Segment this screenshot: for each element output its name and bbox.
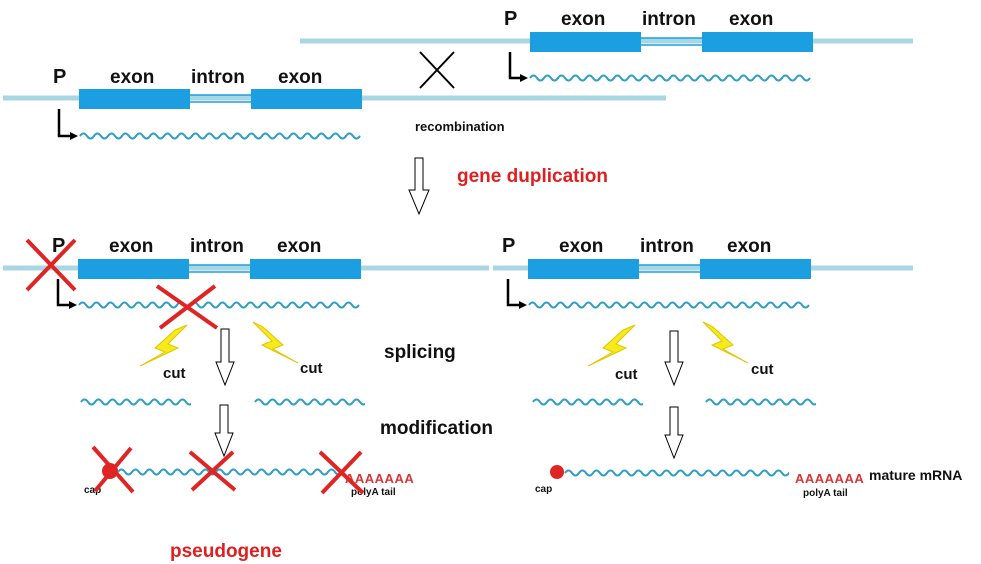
mature-mrna-label: mature mRNA xyxy=(869,467,962,483)
cap-label: cap xyxy=(84,485,101,496)
cut-label: cut xyxy=(300,360,323,377)
promoter-label: P xyxy=(504,8,517,30)
mrna-wave xyxy=(528,301,810,309)
down-arrow-icon xyxy=(215,328,235,387)
top-chromosome-lower: P exon intron exon xyxy=(3,66,666,140)
exon-label: exon xyxy=(278,67,322,88)
cut-label: cut xyxy=(163,365,186,382)
transcript-cross-icon xyxy=(155,284,219,330)
exon-fragment-wave xyxy=(254,398,365,406)
lightning-icon xyxy=(139,324,188,367)
pseudogene-label: pseudogene xyxy=(170,541,282,562)
right-gene-copy: P exon intron exon xyxy=(493,235,913,309)
exon-block xyxy=(530,32,641,52)
transcription-start-arrow xyxy=(508,52,522,80)
arrow-head xyxy=(70,132,78,140)
polya-tail-label: polyA tail xyxy=(803,488,848,499)
exon-label: exon xyxy=(110,67,154,88)
exon-label: exon xyxy=(729,9,773,30)
cap-dot xyxy=(550,465,564,479)
arrow-head xyxy=(69,301,77,309)
mrna-cross-icon xyxy=(188,450,237,492)
cap-label: cap xyxy=(535,484,552,495)
splicing-label: splicing xyxy=(384,342,456,363)
cut-label: cut xyxy=(615,366,638,383)
lightning-icon xyxy=(252,321,299,364)
cap-cross-icon xyxy=(91,445,135,494)
down-arrow-icon xyxy=(664,406,684,460)
polya-sequence: AAAAAAA xyxy=(795,471,864,486)
exon-label: exon xyxy=(277,236,321,257)
polya-sequence: AAAAAAA xyxy=(345,471,414,486)
exon-label: exon xyxy=(561,9,605,30)
exon-block xyxy=(250,259,361,279)
intron-label: intron xyxy=(191,67,245,88)
exon-block xyxy=(251,89,362,109)
lightning-icon xyxy=(702,321,749,364)
exon-block xyxy=(702,32,813,52)
down-arrow-icon xyxy=(408,157,430,216)
transcription-start-arrow xyxy=(506,279,521,307)
polya-tail-label: polyA tail xyxy=(351,487,396,498)
mrna-wave xyxy=(529,74,811,82)
mrna-wave xyxy=(78,301,360,309)
top-chromosome-upper: P exon intron exon xyxy=(300,8,913,82)
arrow-head xyxy=(519,301,527,309)
gene-duplication-label: gene duplication xyxy=(457,166,608,187)
modification-label: modification xyxy=(380,418,493,439)
exon-block xyxy=(700,259,811,279)
arrow-head xyxy=(520,74,528,82)
exon-label: exon xyxy=(727,236,771,257)
transcription-start-arrow xyxy=(57,109,72,138)
polya-cross-icon xyxy=(318,450,365,495)
recombination-label: recombination xyxy=(415,119,505,134)
intron-label: intron xyxy=(640,236,694,257)
cut-label: cut xyxy=(751,361,774,378)
exon-label: exon xyxy=(559,236,603,257)
promoter-label: P xyxy=(502,235,515,257)
exon-block xyxy=(79,89,190,109)
left-gene-copy: P exon intron exon xyxy=(3,235,489,309)
lightning-icon xyxy=(587,324,636,367)
crossover-x-icon xyxy=(419,51,455,89)
exon-fragment-wave xyxy=(705,398,816,406)
promoter-cross-icon xyxy=(25,238,77,292)
promoter-label: P xyxy=(53,66,66,88)
down-arrow-icon xyxy=(664,330,684,387)
intron-label: intron xyxy=(642,9,696,30)
exon-block xyxy=(528,259,639,279)
mrna-wave xyxy=(79,132,361,140)
intron-label: intron xyxy=(190,236,244,257)
down-arrow-icon xyxy=(214,404,234,458)
exon-block xyxy=(78,259,189,279)
transcription-start-arrow xyxy=(56,279,71,307)
exon-label: exon xyxy=(109,236,153,257)
